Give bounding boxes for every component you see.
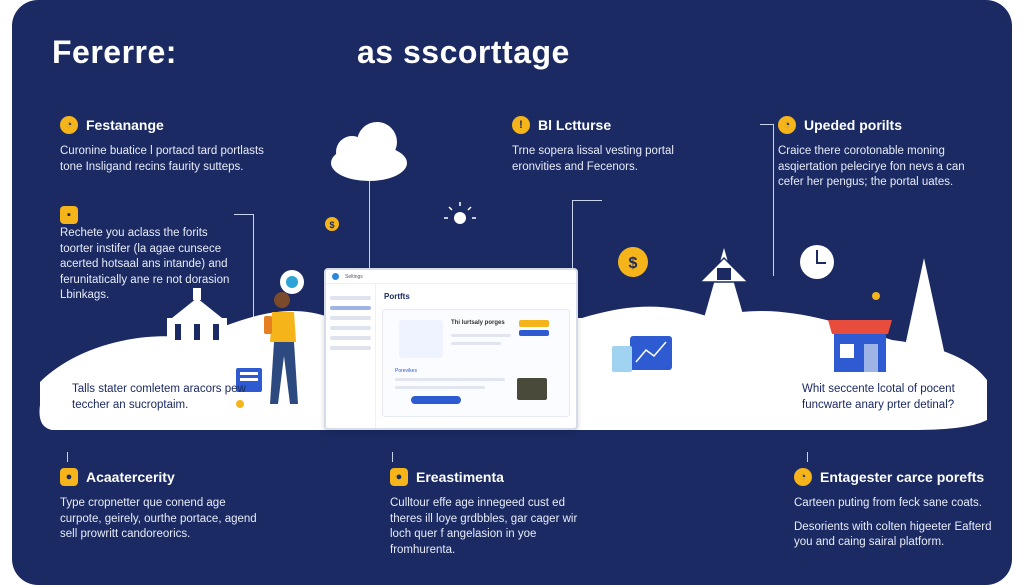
small-dollar-icon: $: [325, 217, 339, 231]
sidebar-item-active[interactable]: [330, 306, 371, 310]
connector-cloud: [369, 180, 370, 278]
peak-shape-right: [902, 258, 946, 360]
portal-logo-icon: [332, 273, 339, 280]
block-bottom-center: ● Ereastimenta Culltour effe age innegeed…: [390, 468, 590, 558]
title-left: Fererre:: [52, 34, 177, 70]
connector-bottom-left: [67, 452, 68, 462]
connector-center: [572, 200, 602, 290]
panel-action-button[interactable]: [519, 320, 549, 327]
panel-title: Thi lurtsaly porges: [451, 320, 505, 326]
block-top-left: ◔ Festanange Curonine buatice l portacd t…: [60, 116, 275, 175]
panel-secondary-button[interactable]: [519, 330, 549, 336]
lightbulb-icon: !: [512, 116, 530, 134]
panel-text-line: [395, 378, 505, 381]
block-heading: Ereastimenta: [416, 469, 504, 485]
block-body: Culltour effe age innegeed cust ed there…: [390, 497, 578, 556]
portal-page-title: Portfts: [384, 292, 410, 301]
portal-main: Portfts Thi lurtsaly porges Porevikes: [382, 290, 570, 422]
storefront-icon: [828, 320, 892, 372]
person-badge-icon: ●: [390, 468, 408, 486]
block-body: Carteen puting from feck sane coats.: [794, 497, 982, 509]
network-graphic-icon: [399, 320, 443, 358]
block-bottom-right: ◔ Entagester carce porefts Carteen puting…: [794, 468, 994, 551]
svg-text:$: $: [629, 255, 638, 272]
cloud-icon: [331, 122, 407, 181]
peak-shape: [692, 248, 756, 360]
coin-dot-icon: [872, 292, 880, 300]
hill-note-right: Whit seccente lcotal of pocent funcwarte…: [802, 383, 955, 411]
block-body: Rechete you aclass the forits toorter in…: [60, 227, 230, 302]
panel-text-line: [451, 342, 501, 345]
coin-icon: ◔: [794, 468, 812, 486]
hill-note-left: Talls stater comletem aracors pew tecche…: [72, 383, 246, 411]
sidebar-item[interactable]: [330, 326, 371, 330]
portal-screen: Seltings Portfts Thi lurtsaly porges Por…: [324, 268, 578, 430]
sidebar-item[interactable]: [330, 316, 371, 320]
block-heading: Acaatercerity: [86, 469, 175, 485]
sun-icon: [444, 202, 476, 224]
block-body: Craice there corotonable moning asqierta…: [778, 145, 965, 189]
block-body-2: Desorients with colten higeeter Eafterd …: [794, 520, 992, 549]
block-bottom-left: ● Acaatercerity Type cropnetter que conen…: [60, 468, 260, 543]
chart-screen-icon: [612, 336, 672, 372]
panel-section-label: Porevikes: [395, 368, 417, 374]
block-body: Curonine buatice l portacd tard portlast…: [60, 145, 264, 173]
connector-left: [234, 214, 254, 334]
svg-text:$: $: [329, 220, 334, 230]
connector-bottom-center: [392, 452, 393, 462]
home-icon: [698, 256, 750, 283]
portal-topbar: Seltings: [326, 270, 576, 284]
block-heading: Entagester carce porefts: [820, 469, 985, 485]
clock-icon: [800, 245, 834, 279]
block-top-center: ! Bl Lctturse Trne sopera lissal vesting …: [512, 116, 702, 175]
block-heading: Bl Lctturse: [538, 117, 612, 133]
panel-thumbnail: [517, 378, 547, 400]
block-heading: Festanange: [86, 117, 164, 133]
panel-text-line: [451, 334, 511, 337]
block-top-right: ◔ Upeded porilts Craice there corotonable…: [778, 116, 978, 191]
dollar-coin-icon: $: [618, 247, 648, 277]
sidebar-item[interactable]: [330, 346, 371, 350]
connector-right: [760, 124, 774, 276]
sidebar-item[interactable]: [330, 296, 371, 300]
coin-icon: ◔: [60, 116, 78, 134]
portal-brand: Seltings: [345, 273, 363, 280]
title-right: as sscorttage: [357, 34, 570, 70]
person-icon: [264, 270, 304, 404]
sidebar-item[interactable]: [330, 336, 371, 340]
connector-bottom-right: [807, 452, 808, 462]
portal-sidebar: [326, 284, 376, 428]
block-heading: Upeded porilts: [804, 117, 903, 133]
infographic-card: Fererre: as sscorttage ◔ Festanange Curon…: [12, 0, 1012, 585]
block-body: Type cropnetter que conend age curpote, …: [60, 497, 257, 541]
person-badge-icon: ●: [60, 468, 78, 486]
panel-cta-button[interactable]: [411, 396, 461, 404]
block-mid-left: ▪ Rechete you aclass the forits toorter …: [60, 206, 242, 304]
folder-icon: ▪: [60, 206, 78, 224]
panel-text-line: [395, 386, 485, 389]
portal-panel: Thi lurtsaly porges Porevikes: [382, 309, 570, 417]
block-body: Trne sopera lissal vesting portal eronvi…: [512, 145, 674, 173]
coin-icon: ◔: [778, 116, 796, 134]
